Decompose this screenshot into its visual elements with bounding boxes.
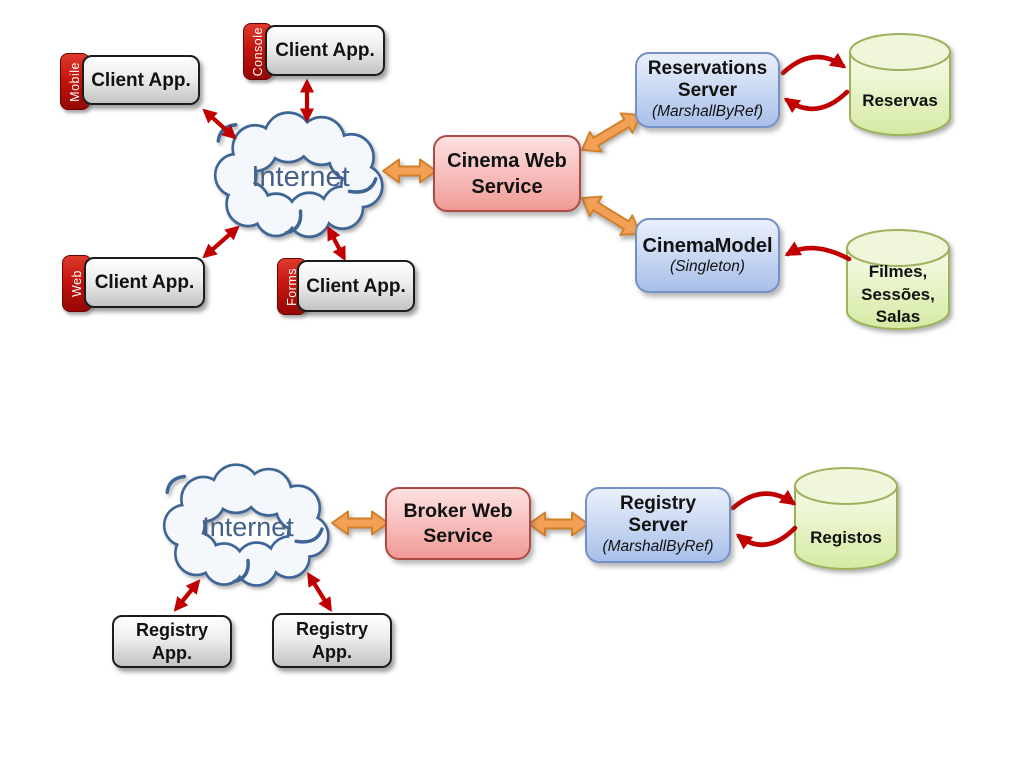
- client-app-web: Client App.: [84, 257, 205, 308]
- reservations-server-subtitle: (MarshallByRef): [651, 103, 764, 120]
- reservas-database-label: Reservas: [852, 90, 948, 112]
- filmes-line3: Salas: [875, 307, 921, 327]
- registry-app1-to-cloud-arrow: [173, 579, 201, 612]
- registry-server-subtitle: (MarshallByRef): [602, 538, 714, 555]
- reservations-server-line1: Reservations: [647, 58, 768, 79]
- broker-web-service-box: Broker Web Service: [385, 487, 531, 560]
- reservas-text: Reservas: [862, 90, 938, 110]
- registry-to-registos-arrow: [730, 489, 797, 511]
- cloud-to-broker-arrow: [331, 510, 389, 536]
- registos-database-label: Registos: [798, 527, 894, 549]
- cloud-to-cinema-arrow: [382, 158, 437, 184]
- internet-text: Internet: [202, 511, 294, 542]
- broker-web-service-line2: Service: [423, 524, 493, 547]
- mobile-to-cloud-arrow: [202, 108, 237, 140]
- registos-to-registry-arrow: [735, 525, 798, 550]
- client-app-label: Client App.: [275, 40, 375, 61]
- filmes-line1: Filmes,: [868, 262, 928, 282]
- reservations-server-line2: Server: [677, 80, 738, 101]
- registry-app-line1: Registry: [135, 619, 209, 640]
- broker-to-registry-arrow: [528, 511, 589, 537]
- client-tab-console-label: Console: [251, 26, 265, 77]
- client-app-console: Client App.: [265, 25, 385, 76]
- internet-label-top: Internet: [213, 114, 388, 240]
- cinemamodel-box: CinemaModel (Singleton): [635, 218, 780, 293]
- client-app-forms: Client App.: [297, 260, 415, 312]
- client-tab-mobile-label: Mobile: [68, 61, 82, 102]
- registry-app-line2: App.: [152, 642, 192, 663]
- client-app-label: Client App.: [91, 69, 191, 91]
- filmes-to-cinemamodel-arrow: [784, 241, 852, 262]
- filmes-database-cylinder: [846, 229, 950, 330]
- reservations-server-box: Reservations Server (MarshallByRef): [635, 52, 780, 128]
- registry-server-line1: Registry: [619, 493, 697, 514]
- registry-app-line1: Registry: [295, 618, 369, 639]
- filmes-database-label: Filmes, Sessões, Salas: [846, 261, 950, 329]
- broker-web-service-line1: Broker Web: [403, 499, 513, 522]
- client-app-label: Client App.: [306, 275, 406, 297]
- registry-app2-to-cloud-arrow: [307, 571, 332, 613]
- reservas-database-cylinder: [849, 33, 951, 136]
- internet-label-bottom: Internet: [162, 466, 334, 588]
- reservations-to-reservas-arrow: [780, 52, 847, 76]
- filmes-line2: Sessões,: [861, 284, 935, 304]
- cinemamodel-line1: CinemaModel: [642, 234, 773, 257]
- registry-server-box: Registry Server (MarshallByRef): [585, 487, 731, 563]
- registos-database-cylinder: [794, 467, 898, 570]
- forms-to-cloud-arrow: [327, 225, 346, 262]
- cinema-web-service-box: Cinema Web Service: [433, 135, 581, 212]
- web-to-cloud-arrow: [202, 225, 240, 259]
- reservas-to-reservations-arrow: [783, 89, 850, 114]
- client-app-label: Client App.: [94, 272, 195, 293]
- registry-app-line2: App.: [312, 641, 352, 662]
- registry-app-2: Registry App.: [272, 613, 392, 668]
- cinema-web-service-line2: Service: [471, 175, 543, 198]
- cinema-web-service-line1: Cinema Web: [447, 149, 567, 172]
- registry-app-1: Registry App.: [112, 615, 232, 668]
- client-tab-web-label: Web: [70, 270, 84, 297]
- internet-text: Internet: [251, 160, 350, 193]
- registry-server-line2: Server: [628, 515, 688, 536]
- client-app-mobile: Client App.: [82, 55, 200, 105]
- registos-text: Registos: [810, 527, 882, 547]
- cinemamodel-subtitle: (Singleton): [670, 257, 745, 275]
